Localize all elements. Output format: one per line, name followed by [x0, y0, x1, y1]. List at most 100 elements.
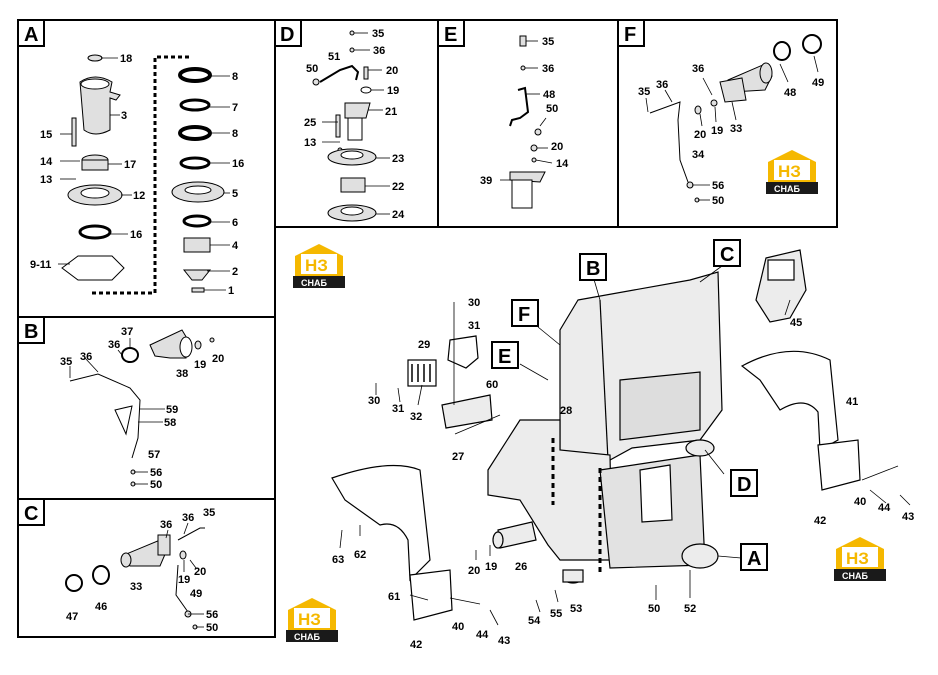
label: 36 — [108, 339, 120, 351]
label: 3 — [121, 110, 127, 122]
label: 19 — [178, 574, 190, 586]
logo-text: СНАБ — [774, 184, 800, 194]
panel-e-leaders — [500, 40, 553, 181]
label: 43 — [498, 635, 510, 647]
label: 8 — [232, 128, 238, 140]
label: 30 — [468, 297, 480, 309]
label: 36 — [182, 512, 194, 524]
label: 48 — [543, 89, 555, 101]
label: 35 — [638, 86, 650, 98]
label: 35 — [372, 28, 384, 40]
callout-a: A — [747, 548, 761, 570]
brand-logo: НЗ СНАБ — [834, 537, 886, 581]
label: 44 — [476, 629, 489, 641]
logo-text: СНАБ — [301, 278, 327, 288]
callout-f: F — [518, 304, 530, 326]
dashed-guides — [551, 438, 602, 575]
logo-letters: НЗ — [846, 549, 869, 568]
label: 50 — [546, 103, 558, 115]
label: 36 — [160, 519, 172, 531]
label: 43 — [902, 511, 914, 523]
label: 54 — [528, 615, 541, 627]
panel-b-drawing — [69, 329, 215, 487]
label: 19 — [387, 85, 399, 97]
label: 20 — [194, 566, 206, 578]
main-labels: 30 31 29 60 28 27 30 31 32 45 41 40 44 4… — [332, 297, 914, 651]
panel-c-drawing — [65, 527, 205, 630]
label: 42 — [410, 639, 422, 651]
label: 50 — [306, 63, 318, 75]
label: 48 — [784, 87, 796, 99]
label: 29 — [418, 339, 430, 351]
panel-d-title: D — [280, 24, 294, 46]
label: 46 — [95, 601, 107, 613]
label: 17 — [124, 159, 136, 171]
callout-d: D — [737, 474, 751, 496]
label: 26 — [515, 561, 527, 573]
brand-logo: НЗ СНАБ — [286, 598, 338, 642]
label: 50 — [206, 622, 218, 634]
label: 41 — [846, 396, 858, 408]
panel-e-labels: 35 36 48 50 20 14 39 — [480, 36, 569, 187]
label: 36 — [542, 63, 554, 75]
label: 19 — [194, 359, 206, 371]
label: 20 — [551, 141, 563, 153]
label: 20 — [212, 353, 224, 365]
panel-a-connector — [92, 55, 192, 295]
label: 22 — [392, 181, 404, 193]
label: 56 — [712, 180, 724, 192]
callout-b: B — [586, 258, 600, 280]
label: 33 — [130, 581, 142, 593]
label: 18 — [120, 53, 132, 65]
label: 35 — [203, 507, 215, 519]
label: 42 — [814, 515, 826, 527]
label: 56 — [150, 467, 162, 479]
label: 44 — [878, 502, 891, 514]
label: 50 — [712, 195, 724, 207]
logo-letters: НЗ — [778, 162, 801, 181]
panel-b-leaders — [69, 338, 165, 485]
label: 62 — [354, 549, 366, 561]
panel-letter-boxes — [17, 19, 645, 526]
label: 40 — [452, 621, 464, 633]
label: 19 — [485, 561, 497, 573]
label: 49 — [812, 77, 824, 89]
label: 20 — [468, 565, 480, 577]
label: 55 — [550, 608, 562, 620]
label: 20 — [386, 65, 398, 77]
logo-text: СНАБ — [842, 571, 868, 581]
panel-b-title: B — [24, 321, 38, 343]
panel-f-leaders — [645, 55, 819, 201]
label: 40 — [854, 496, 866, 508]
logo-letters: НЗ — [305, 256, 328, 275]
label: 9-11 — [30, 259, 51, 271]
label: 30 — [368, 395, 380, 407]
panel-c-labels: 35 36 36 33 19 20 49 47 46 56 50 — [66, 507, 218, 634]
panel-frames — [17, 19, 838, 638]
label: 36 — [80, 351, 92, 363]
label: 31 — [392, 403, 404, 415]
label: 14 — [556, 158, 569, 170]
panel-a-leaders — [58, 57, 230, 291]
main-leaders — [339, 265, 911, 626]
label: 61 — [388, 591, 400, 603]
label: 24 — [392, 209, 405, 221]
panel-a-title: A — [24, 24, 38, 46]
panel-a-labels: 18 3 15 14 17 13 12 16 9-11 8 7 8 16 5 6… — [30, 53, 244, 297]
label: 59 — [166, 404, 178, 416]
panel-d-drawing — [312, 30, 377, 222]
panel-f-title: F — [624, 24, 636, 46]
brand-logo: НЗ СНАБ — [293, 244, 345, 288]
panel-f-labels: 36 35 36 20 19 33 34 48 49 56 50 — [638, 63, 824, 207]
label: 33 — [730, 123, 742, 135]
label: 5 — [232, 188, 238, 200]
main-callout-boxes — [491, 239, 768, 571]
label: 45 — [790, 317, 802, 329]
label: 36 — [692, 63, 704, 75]
label: 35 — [60, 356, 72, 368]
panel-d-labels: 35 36 51 50 20 19 21 25 13 23 22 24 — [304, 28, 405, 221]
panel-c-leaders — [165, 522, 204, 628]
label: 14 — [40, 156, 53, 168]
main-frame-drawing — [331, 249, 861, 621]
